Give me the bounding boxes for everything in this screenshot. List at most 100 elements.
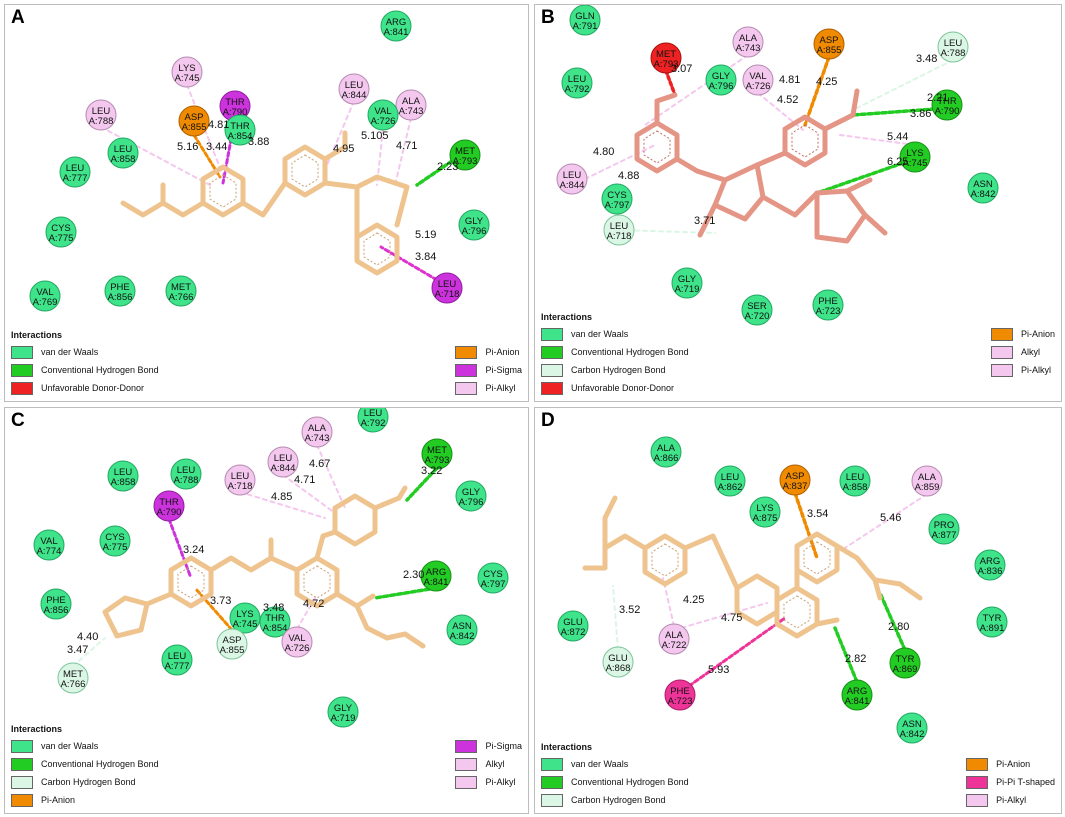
distance-label: 4.25 bbox=[683, 594, 704, 606]
residue-circle bbox=[33, 529, 65, 561]
legend-swatch bbox=[541, 363, 563, 377]
residue-circle bbox=[45, 216, 77, 248]
residue-name: ASP bbox=[785, 471, 804, 482]
residue-name: LEU bbox=[438, 279, 457, 290]
legend-label: Conventional Hydrogen Bond bbox=[41, 759, 159, 769]
legend-title: Interactions bbox=[11, 330, 63, 340]
legend-swatch bbox=[11, 739, 33, 753]
residue-number: A:855 bbox=[182, 122, 207, 133]
residue-circle bbox=[259, 606, 291, 638]
legend-item: Pi-Alkyl bbox=[455, 775, 522, 789]
residue-circle bbox=[899, 141, 931, 173]
panel-label-a: A bbox=[11, 7, 25, 28]
legend-title: Interactions bbox=[541, 742, 593, 752]
residue-circle bbox=[812, 289, 844, 321]
residue-name: LYS bbox=[756, 503, 773, 514]
residue-circle bbox=[229, 602, 261, 634]
legend-label: Conventional Hydrogen Bond bbox=[571, 347, 689, 357]
distance-label: 4.95 bbox=[333, 143, 354, 155]
residue-name: LEU bbox=[177, 465, 196, 476]
residue-circle bbox=[671, 267, 703, 299]
residue-circle bbox=[165, 275, 197, 307]
residue-name: THR bbox=[265, 613, 285, 624]
distance-label: 2.23 bbox=[437, 161, 458, 173]
residue-name: GLU bbox=[563, 617, 583, 628]
residue-name: PHE bbox=[818, 296, 838, 307]
distance-label: 3.84 bbox=[415, 251, 436, 263]
residue-circle bbox=[650, 436, 682, 468]
legend-item: Pi-Anion bbox=[966, 757, 1055, 771]
panel-label-c: C bbox=[11, 410, 25, 431]
residue-name: ALA bbox=[657, 443, 676, 454]
residue-name: LYS bbox=[906, 148, 923, 159]
residue-number: A:722 bbox=[662, 640, 687, 651]
interaction-diagram-b: GLNA:791ALAA:743ASPA:855LEUA:788META:793… bbox=[556, 5, 999, 326]
legend-swatch bbox=[966, 775, 989, 789]
residue-circle bbox=[603, 214, 635, 246]
residue-name: ARG bbox=[847, 686, 868, 697]
distance-label: 4.85 bbox=[271, 491, 292, 503]
residue-name: CYS bbox=[51, 223, 71, 234]
residue-nodes-a: ARGA:841LYSA:745LEUA:844THRA:790ALAA:743… bbox=[29, 10, 490, 312]
interaction-diagram-d: ALAA:866LEUA:862ASPA:837LEUA:858ALAA:859… bbox=[557, 436, 1008, 744]
legend-item: Unfavorable Donor-Donor bbox=[11, 381, 159, 395]
panel-label-b: B bbox=[541, 7, 555, 28]
legend-swatch bbox=[11, 793, 33, 807]
residue-circle bbox=[779, 464, 811, 496]
residue-name: ALA bbox=[402, 96, 421, 107]
residue-number: A:797 bbox=[481, 579, 506, 590]
residue-circle bbox=[931, 89, 963, 121]
residue-name: LEU bbox=[846, 472, 865, 483]
residue-circle bbox=[455, 480, 487, 512]
residue-nodes-d: ALAA:866LEUA:862ASPA:837LEUA:858ALAA:859… bbox=[557, 436, 1008, 744]
residue-circle bbox=[367, 99, 399, 131]
residue-circle bbox=[561, 67, 593, 99]
legend-item: Conventional Hydrogen Bond bbox=[11, 363, 159, 377]
residue-name: ASN bbox=[452, 621, 472, 632]
residue-circle bbox=[104, 275, 136, 307]
residue-circle bbox=[281, 626, 313, 658]
residue-number: A:743 bbox=[305, 433, 330, 444]
legend-label: Unfavorable Donor-Donor bbox=[571, 383, 675, 393]
legend-item: Carbon Hydrogen Bond bbox=[11, 775, 159, 789]
residue-circle bbox=[967, 172, 999, 204]
ligand-b-inner bbox=[643, 124, 819, 164]
residue-circle bbox=[449, 139, 481, 171]
distance-label: 5.105 bbox=[361, 130, 389, 142]
distance-label: 5.46 bbox=[880, 512, 901, 524]
legend-item: Pi-Pi T-shaped bbox=[966, 775, 1055, 789]
residue-name: LEU bbox=[114, 467, 133, 478]
legend-label: van der Waals bbox=[571, 329, 629, 339]
residue-name: GLN bbox=[575, 11, 595, 22]
residue-number: A:723 bbox=[668, 696, 693, 707]
residue-name: ARG bbox=[386, 17, 407, 28]
residue-name: LEU bbox=[345, 80, 364, 91]
residue-name: CYS bbox=[607, 190, 627, 201]
distance-label: 4.52 bbox=[777, 94, 798, 106]
residue-number: A:854 bbox=[228, 131, 253, 142]
distance-label: 3.52 bbox=[619, 604, 640, 616]
legend-label: Alkyl bbox=[485, 759, 505, 769]
legend-label: Carbon Hydrogen Bond bbox=[41, 777, 136, 787]
distance-label: 3.88 bbox=[248, 136, 269, 148]
legend-swatch bbox=[11, 757, 33, 771]
legend-item: van der Waals bbox=[11, 345, 159, 359]
residue-number: A:856 bbox=[44, 605, 69, 616]
